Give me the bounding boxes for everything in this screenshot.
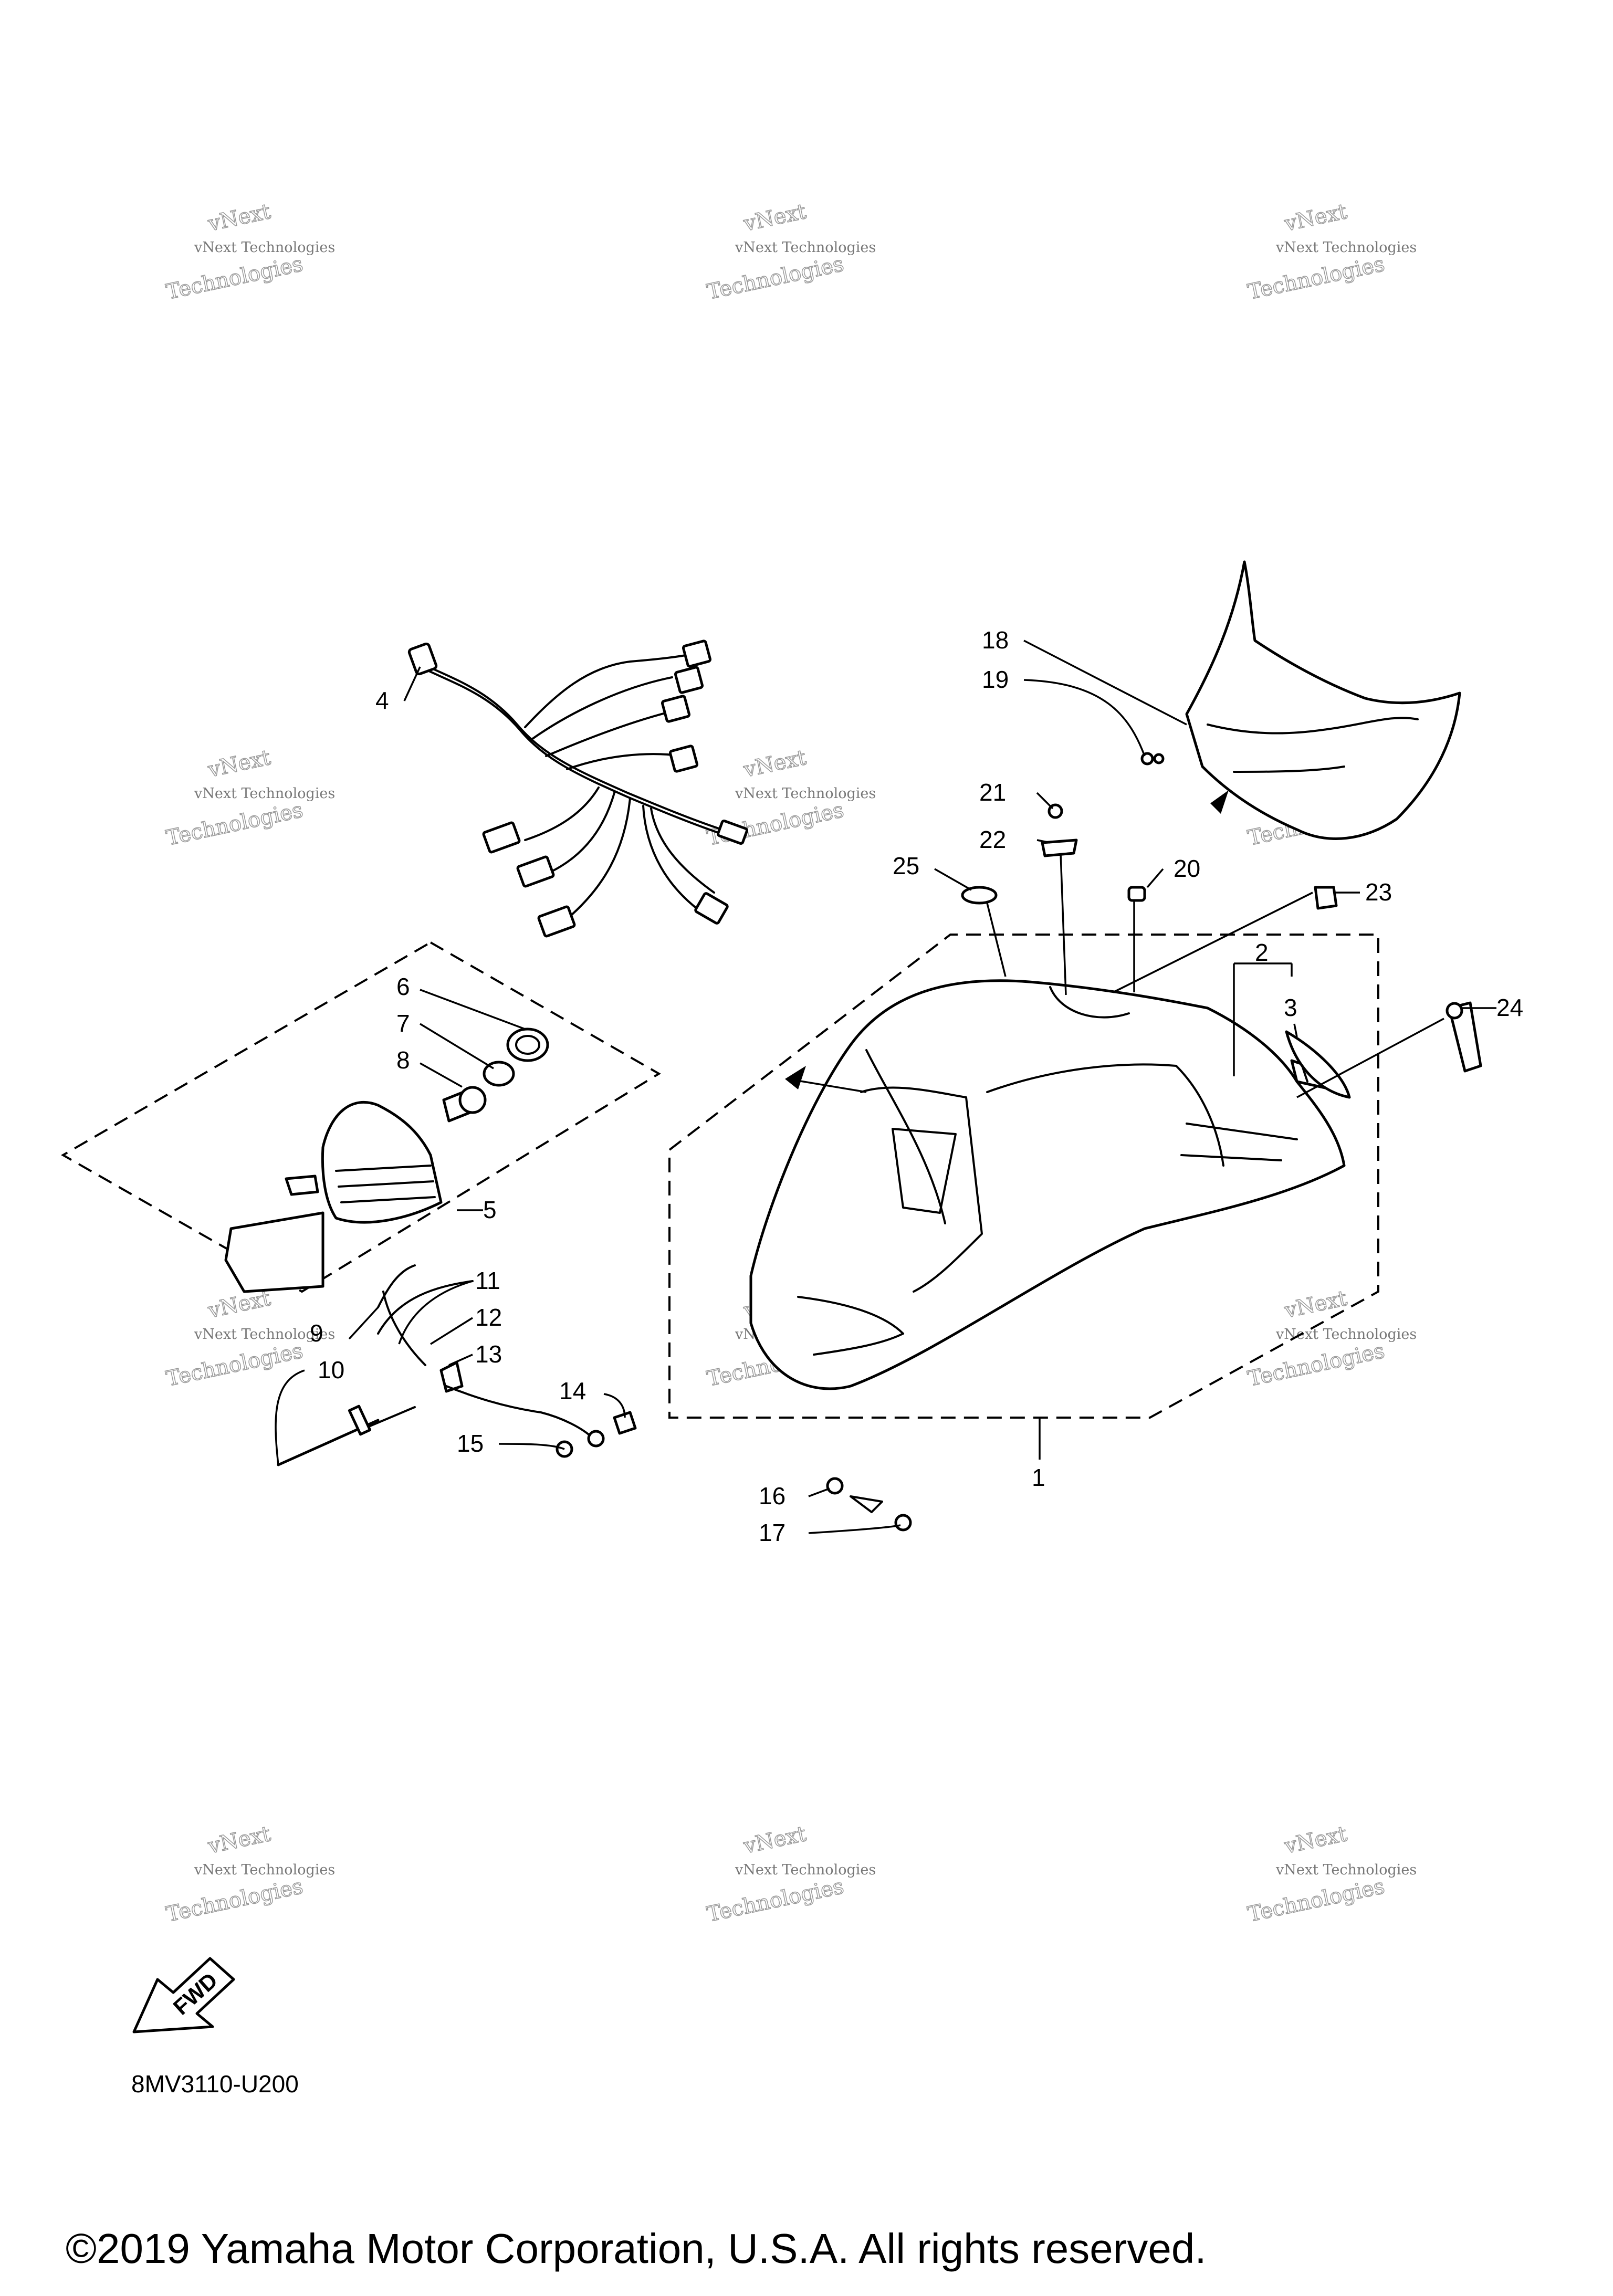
svg-text:vNext: vNext <box>741 200 809 236</box>
svg-text:vNext Technologies: vNext Technologies <box>735 1862 876 1878</box>
watermark-top-left: Technologies vNext vNext Technologies <box>164 199 335 305</box>
watermark-bottom-center: Technologies vNext vNext Technologies <box>705 1821 876 1927</box>
svg-text:vNext Technologies: vNext Technologies <box>194 785 335 802</box>
callout-14: 14 <box>559 1377 586 1404</box>
headlight-cover-part <box>506 1028 549 1062</box>
callout-4: 4 <box>375 687 389 714</box>
svg-text:vNext Technologies: vNext Technologies <box>1275 239 1417 256</box>
callout-18: 18 <box>982 626 1009 654</box>
callout-19: 19 <box>982 666 1009 693</box>
grip-24 <box>1446 1001 1482 1073</box>
headlight-part <box>224 1100 443 1293</box>
callout-6: 6 <box>396 973 410 1000</box>
plate-22 <box>1041 838 1078 857</box>
callout-10: 10 <box>318 1356 344 1383</box>
svg-text:vNext Technologies: vNext Technologies <box>735 239 876 256</box>
callout-2: 2 <box>1255 939 1269 966</box>
leader-lines <box>275 639 1496 1534</box>
callout-9: 9 <box>310 1319 323 1347</box>
callout-1: 1 <box>1032 1464 1045 1491</box>
svg-text:Technologies: Technologies <box>1246 1874 1387 1927</box>
svg-text:Technologies: Technologies <box>705 252 846 305</box>
adjuster-hardware <box>277 1264 637 1466</box>
svg-text:Technologies: Technologies <box>1246 1339 1387 1391</box>
hood-assembly-outline <box>668 934 1379 1419</box>
svg-text:vNext Technologies: vNext Technologies <box>194 239 335 256</box>
svg-text:vNext Technologies: vNext Technologies <box>1275 1862 1417 1878</box>
svg-text:Technologies: Technologies <box>705 1874 846 1927</box>
callout-15: 15 <box>457 1430 484 1457</box>
bolt-16 <box>826 1477 844 1495</box>
callout-20: 20 <box>1174 855 1200 882</box>
callout-25: 25 <box>893 852 919 879</box>
svg-text:Technologies: Technologies <box>1246 252 1387 305</box>
svg-text:vNext: vNext <box>1282 1822 1349 1859</box>
callout-numbers: 1 2 3 4 5 6 7 8 9 10 11 12 13 14 15 16 1… <box>310 626 1523 1546</box>
svg-text:Technologies: Technologies <box>164 798 306 851</box>
svg-text:vNext: vNext <box>206 1822 273 1859</box>
watermark-mid-left: Technologies vNext vNext Technologies <box>164 745 335 851</box>
watermark-low-right: Technologies vNext vNext Technologies <box>1245 1286 1417 1391</box>
svg-text:vNext Technologies: vNext Technologies <box>194 1862 335 1878</box>
callout-8: 8 <box>396 1046 410 1074</box>
watermark-top-center: Technologies vNext vNext Technologies <box>705 199 876 305</box>
diagram-code: 8MV3110-U200 <box>131 2070 299 2098</box>
svg-text:vNext: vNext <box>1282 200 1349 236</box>
svg-text:vNext: vNext <box>741 1822 809 1859</box>
svg-text:vNext: vNext <box>1282 1286 1349 1323</box>
svg-text:vNext Technologies: vNext Technologies <box>1275 1326 1417 1343</box>
callout-12: 12 <box>475 1304 502 1331</box>
forward-arrow-icon: FWD <box>132 1957 235 2033</box>
svg-text:Technologies: Technologies <box>164 1339 306 1391</box>
screw-23 <box>1314 886 1338 910</box>
callout-23: 23 <box>1365 878 1392 906</box>
hood-part <box>749 979 1346 1390</box>
callout-22: 22 <box>979 826 1006 853</box>
callout-16: 16 <box>759 1482 785 1509</box>
callout-11: 11 <box>475 1267 500 1294</box>
svg-text:vNext Technologies: vNext Technologies <box>194 1326 335 1343</box>
bulb-part <box>442 1086 487 1123</box>
svg-text:vNext: vNext <box>206 746 273 782</box>
callout-5: 5 <box>483 1196 497 1223</box>
clip-20 <box>1127 886 1146 902</box>
gasket-25 <box>961 886 998 905</box>
svg-text:vNext: vNext <box>206 200 273 236</box>
wire-harness-part <box>407 639 748 938</box>
svg-text:vNext Technologies: vNext Technologies <box>735 785 876 802</box>
watermark-bottom-right: Technologies vNext vNext Technologies <box>1245 1821 1417 1927</box>
svg-text:vNext: vNext <box>741 746 809 782</box>
watermark-bottom-left: Technologies vNext vNext Technologies <box>164 1821 335 1927</box>
copyright-notice: ©2019 Yamaha Motor Corporation, U.S.A. A… <box>66 2225 1207 2272</box>
headlight-assembly-outline <box>60 941 661 1293</box>
svg-text:vNext: vNext <box>206 1286 273 1323</box>
callout-13: 13 <box>475 1340 502 1368</box>
watermark-top-right: Technologies vNext vNext Technologies <box>1245 199 1417 305</box>
svg-text:Technologies: Technologies <box>164 1874 306 1927</box>
callout-21: 21 <box>979 779 1006 806</box>
windshield-part <box>1185 560 1461 840</box>
nut-17 <box>850 1495 912 1532</box>
callout-7: 7 <box>396 1010 410 1037</box>
emblem-part <box>1285 1030 1351 1099</box>
svg-text:Technologies: Technologies <box>164 252 306 305</box>
callout-17: 17 <box>759 1519 785 1546</box>
callout-3: 3 <box>1284 994 1297 1021</box>
callout-24: 24 <box>1496 994 1523 1021</box>
